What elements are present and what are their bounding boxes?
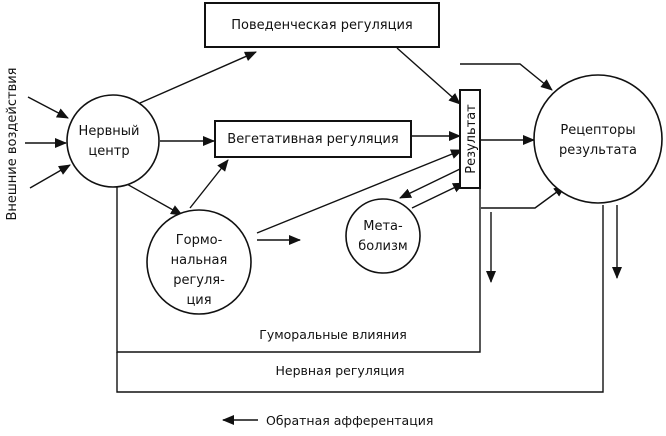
arrow-result-bottom-to-receptors [481,185,566,209]
hormonal-regulation-node: Гормо- нальная регуля- ция [146,209,252,315]
humoral-feedback-line [116,183,481,353]
receptors-label-2: результата [559,143,637,158]
metabolism-label-2: болизм [358,239,407,254]
nerve-center-node: Нервный центр [66,94,160,188]
arrow-behavioral-to-result [396,47,461,105]
metabolism-label-1: Мета- [363,219,403,234]
humoral-influences-label: Гуморальные влияния [259,327,407,342]
arrow-metabolism-to-result [411,182,465,209]
behavioral-regulation-box: Поведенческая регуляция [204,2,440,48]
arrow-hormonal-to-result [256,149,463,234]
vegetative-regulation-label: Вегетативная регуляция [227,132,398,147]
vegetative-regulation-box: Вегетативная регуляция [214,120,412,158]
arrow-external-1 [27,96,69,119]
nerve-center-label-1: Нервный [79,124,140,139]
hormonal-label-2: нальная [171,253,228,268]
behavioral-regulation-label: Поведенческая регуляция [231,18,413,33]
arrow-external-3 [29,164,71,189]
feedback-afferentation-label: Обратная афферентация [266,413,433,428]
result-label: Результат [464,104,479,174]
edges [25,47,622,393]
nervous-feedback-line [116,205,604,393]
metabolism-node: Мета- болизм [345,198,421,274]
arrow-result-top-to-receptors [460,63,553,91]
arrow-center-to-behavioral [139,51,257,104]
arrow-result-to-metabolism [399,168,461,199]
external-influences-label: Внешние воздействия [5,67,20,220]
arrow-hormonal-to-vegetative [189,159,229,209]
arrow-center-to-hormonal [124,182,183,216]
nerve-center-label-2: центр [88,144,129,159]
hormonal-label-1: Гормо- [176,233,223,248]
hormonal-label-3: регуля- [173,273,225,288]
hormonal-label-4: ция [186,293,211,308]
receptors-label-1: Рецепторы [560,123,635,138]
receptors-node: Рецепторы результата [533,74,663,204]
nervous-regulation-label: Нервная регуляция [276,363,405,378]
result-box: Результат [459,89,481,189]
